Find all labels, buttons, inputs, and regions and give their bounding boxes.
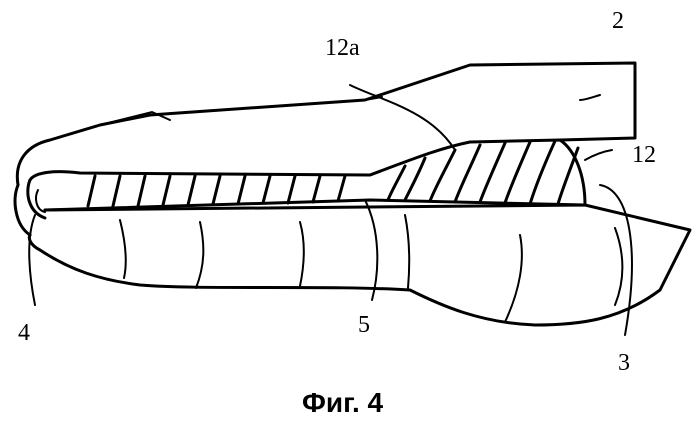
label-5: 5 bbox=[358, 312, 370, 338]
label-4: 4 bbox=[18, 320, 30, 346]
lower-sleeve-3 bbox=[29, 205, 690, 325]
winding-12 bbox=[388, 141, 578, 204]
figure-caption: Фиг. 4 bbox=[302, 387, 384, 418]
tip-ring-4 bbox=[15, 180, 45, 235]
label-3: 3 bbox=[618, 350, 630, 376]
label-12a: 12a bbox=[325, 35, 360, 61]
label-12: 12 bbox=[632, 142, 656, 168]
label-2: 2 bbox=[612, 8, 624, 34]
